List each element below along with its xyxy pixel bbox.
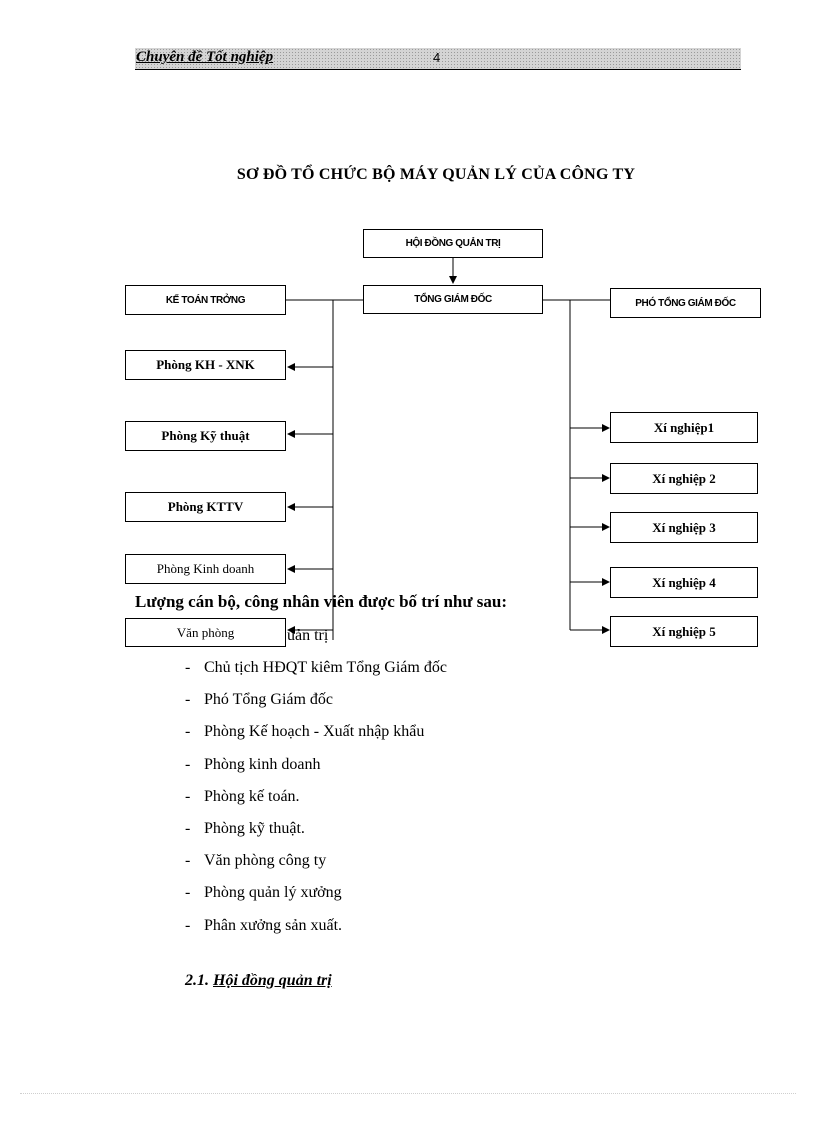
subsection-title: Hội đồng quản trị xyxy=(213,972,332,989)
list-item: -Phòng quản lý xưởng xyxy=(185,884,342,902)
list-item: -Phòng kỹ thuật. xyxy=(185,819,305,837)
factory-box-1: Xí nghiệp1 xyxy=(610,412,758,443)
subsection-number: 2.1. xyxy=(185,972,209,989)
subsection-heading: 2.1. Hội đồng quản trị xyxy=(185,972,332,990)
list-item: -Chủ tịch HĐQT kiêm Tổng Giám đốc xyxy=(185,659,447,676)
page-header: Chuyên đề Tốt nghiệp 4 xyxy=(135,48,741,70)
dept-box-kh-xnk: Phòng KH - XNK xyxy=(125,350,286,380)
list-item: -Phó Tổng Giám đốc xyxy=(185,691,334,709)
ceo-box: TỔNG GIÁM ĐỐC xyxy=(363,285,543,314)
page-number: 4 xyxy=(433,50,441,65)
factory-box-5: Xí nghiệp 5 xyxy=(610,616,758,647)
board-box: HỘI ĐỒNG QUẢN TRỊ xyxy=(363,229,543,258)
factory-box-2: Xí nghiệp 2 xyxy=(610,463,758,494)
factory-box-4: Xí nghiệp 4 xyxy=(610,567,758,598)
list-item: -Phòng kế toán. xyxy=(185,787,300,805)
dept-box-kinh-doanh: Phòng Kinh doanh xyxy=(125,554,286,584)
dept-box-kttv: Phòng KTTV xyxy=(125,492,286,522)
deputy-director-box: PHÓ TỔNG GIÁM ĐỐC xyxy=(610,288,761,318)
factory-box-3: Xí nghiệp 3 xyxy=(610,512,758,543)
list-item: -Văn phòng công ty xyxy=(185,852,327,870)
header-title: Chuyên đề Tốt nghiệp xyxy=(136,49,274,65)
page-bottom-divider xyxy=(20,1093,796,1094)
list-item: -Phòng Kế hoạch - Xuất nhập khẩu xyxy=(185,723,425,741)
list-item-partial: uản trị xyxy=(287,627,329,644)
chart-title: SƠ ĐỒ TỔ CHỨC BỘ MÁY QUẢN LÝ CỦA CÔNG TY xyxy=(236,166,636,183)
staff-list: -Chủ tịch HĐQT kiêm Tổng Giám đốc -Phó T… xyxy=(185,652,447,942)
dept-box-van-phong: Văn phòng xyxy=(125,618,286,647)
dept-box-ky-thuat: Phòng Kỹ thuật xyxy=(125,421,286,451)
chief-accountant-box: KẾ TOÁN TRỞNG xyxy=(125,285,286,315)
staff-section-heading: Lượng cán bộ, công nhân viên được bố trí… xyxy=(135,592,508,611)
list-item: -Phân xưởng sản xuất. xyxy=(185,916,343,934)
list-item: -Phòng kinh doanh xyxy=(185,755,321,773)
